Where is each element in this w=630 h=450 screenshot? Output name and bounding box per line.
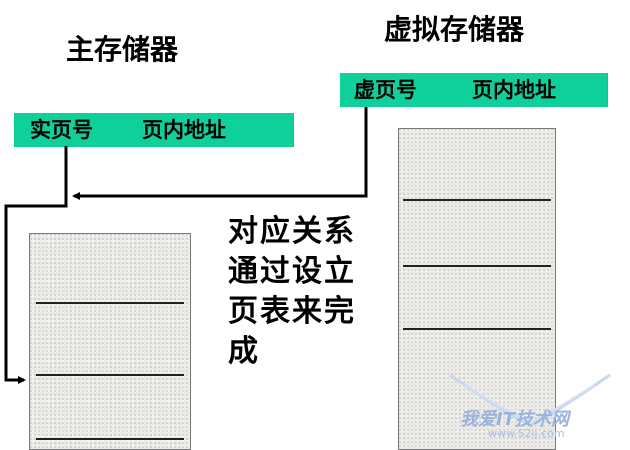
caption-line: 对应关系 <box>228 214 356 249</box>
page-divider <box>403 265 551 267</box>
virtual-address-bar: 虚页号 页内地址 <box>340 73 612 107</box>
page-divider <box>36 438 184 440</box>
caption-line: 通过设立 <box>228 254 356 289</box>
mapping-caption: 对应关系 通过设立 页表来完 成 <box>228 212 356 372</box>
frame-pointer-arrow <box>4 146 68 384</box>
virtual-memory-title: 虚拟存储器 <box>384 13 525 46</box>
virtual-to-physical-arrow <box>72 107 368 200</box>
page-divider <box>403 199 551 201</box>
caption-line: 页表来完 <box>228 294 356 329</box>
caption-line: 成 <box>228 334 260 369</box>
virtual-page-offset-field: 页内地址 <box>472 77 556 102</box>
page-divider <box>36 302 184 304</box>
virtual-page-number-field: 虚页号 <box>354 77 417 102</box>
physical-page-offset-field: 页内地址 <box>142 117 226 142</box>
main-memory-block <box>29 233 191 450</box>
physical-address-bar: 实页号 页内地址 <box>14 113 298 147</box>
page-divider <box>36 374 184 376</box>
bar-end-marker <box>293 113 298 147</box>
physical-page-number-field: 实页号 <box>30 117 93 142</box>
main-memory-title: 主存储器 <box>66 33 179 66</box>
bar-end-marker <box>607 73 612 107</box>
page-divider <box>403 328 551 330</box>
